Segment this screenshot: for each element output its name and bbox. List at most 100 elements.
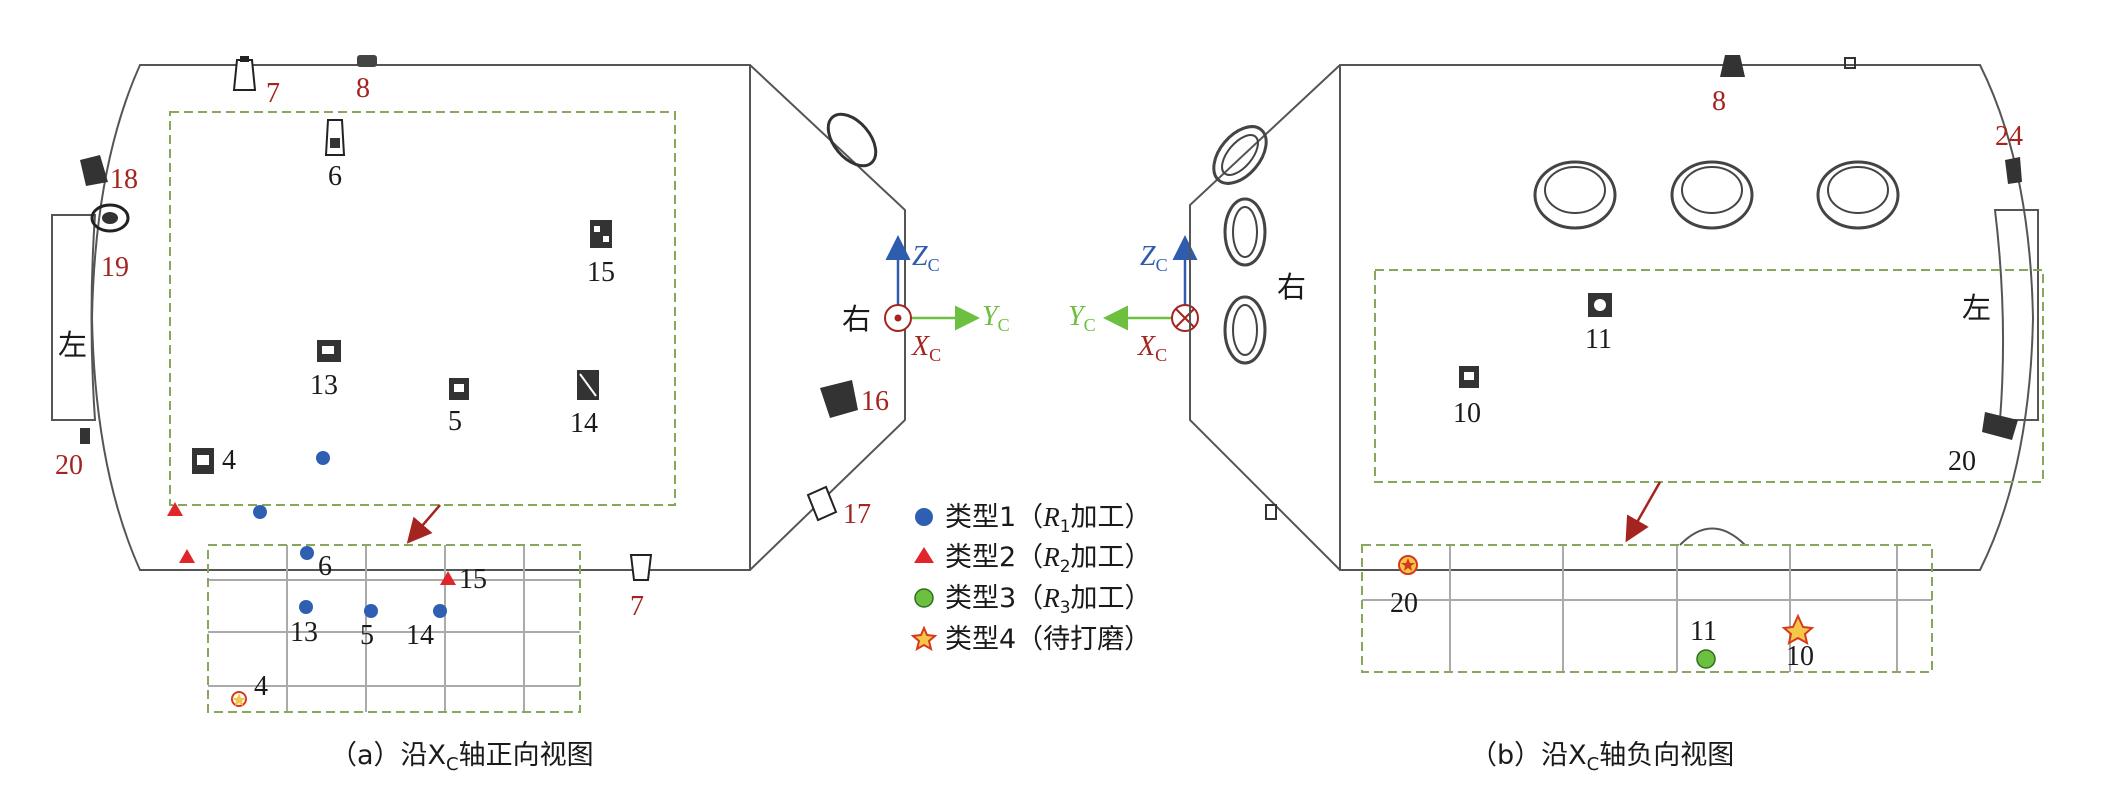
- hatch-b-1: [1212, 125, 1268, 185]
- grid-a: [208, 545, 580, 712]
- grid-label-20: 20: [1390, 588, 1418, 619]
- label-4: 4: [222, 445, 236, 476]
- panel-b: 右 左: [1189, 55, 2044, 673]
- type2-marker: [167, 502, 183, 516]
- part-10: [1459, 366, 1479, 388]
- legend-marker-type4: [910, 625, 938, 652]
- label-7-bottom: 7: [630, 591, 644, 622]
- axis-y-b: YC: [1068, 301, 1096, 335]
- legend-marker-type2: [914, 547, 934, 563]
- caption-b: （b）沿XC轴负向视图: [1470, 740, 1734, 775]
- part-5: [449, 378, 469, 400]
- legend: 类型1（R1加工） 类型2（R2加工） 类型3（R3加工） 类型4（待打磨）: [910, 502, 1152, 655]
- grid-b: [1362, 545, 1932, 672]
- type4-marker: [1398, 555, 1418, 575]
- hatch-top-2: [1670, 160, 1754, 230]
- label-10: 10: [1453, 398, 1481, 429]
- part-14: [577, 370, 599, 400]
- module-outline-a: [90, 64, 906, 571]
- panel-a: 7 8 18 19 20 16 17 7 6 15 13 5 14 4 6 15…: [51, 55, 906, 713]
- grid-label-11: 11: [1690, 616, 1717, 647]
- label-8-b: 8: [1712, 86, 1726, 117]
- legend-item-1: 类型1（R1加工）: [945, 502, 1152, 537]
- type2-marker: [440, 571, 456, 585]
- module-outline-b: [1189, 64, 2035, 571]
- type1-marker: [433, 604, 447, 618]
- grid-label-5: 5: [360, 620, 374, 651]
- grid-label-10: 10: [1786, 641, 1814, 672]
- label-14: 14: [570, 408, 598, 439]
- grid-label-4: 4: [254, 671, 268, 702]
- part-20-b: [1982, 412, 2018, 440]
- part-19: [90, 203, 130, 233]
- part-24: [2005, 157, 2022, 184]
- side-right-a: 右: [842, 302, 871, 336]
- label-19: 19: [101, 252, 129, 283]
- axis-x-b: XC: [1137, 331, 1167, 365]
- type1-marker: [299, 600, 313, 614]
- label-24: 24: [1995, 121, 2023, 152]
- legend-item-4: 类型4（待打磨）: [945, 624, 1151, 655]
- part-8-top: [357, 55, 377, 67]
- legend-marker-type1: [915, 508, 933, 526]
- grid-label-14: 14: [406, 620, 434, 651]
- grid-label-15: 15: [459, 564, 487, 595]
- label-15: 15: [587, 257, 615, 288]
- side-left-b: 左: [1962, 291, 1991, 325]
- type4-marker: [231, 691, 247, 707]
- part-20: [80, 428, 90, 444]
- part-13: [317, 340, 341, 362]
- part-top-small-b: [1844, 57, 1856, 69]
- part-7-bottom: [629, 554, 653, 581]
- part-18: [80, 155, 108, 186]
- axes-a: 右 ZC YC XC: [842, 235, 1010, 365]
- grid-frame-b: [1361, 544, 1933, 673]
- port-bump-b: [1679, 527, 1746, 546]
- zoom-arrow-a: [406, 504, 441, 544]
- label-7-top: 7: [266, 78, 280, 109]
- side-left-a: 左: [58, 328, 87, 362]
- grid-frame-a: [207, 544, 581, 713]
- part-8-b: [1720, 55, 1745, 77]
- type1-marker: [316, 451, 330, 465]
- grid-label-6: 6: [318, 551, 332, 582]
- legend-item-3: 类型3（R3加工）: [945, 583, 1152, 618]
- right-box-b: [1993, 209, 2039, 421]
- part-16: [820, 380, 858, 418]
- hatch-b-2: [1223, 197, 1267, 267]
- label-20-b: 20: [1948, 446, 1976, 477]
- label-17: 17: [843, 499, 871, 530]
- label-5: 5: [448, 406, 462, 437]
- label-18: 18: [110, 164, 138, 195]
- part-4: [192, 448, 214, 474]
- side-right-b: 右: [1277, 270, 1306, 304]
- axis-y-a: YC: [982, 301, 1010, 335]
- type4-marker: [1781, 613, 1815, 645]
- hatch-top-1: [1533, 160, 1617, 230]
- axis-z-b: ZC: [1140, 241, 1168, 275]
- label-16: 16: [861, 386, 889, 417]
- part-11: [1588, 293, 1612, 317]
- part-7-top: [232, 56, 257, 91]
- type1-marker: [253, 505, 267, 519]
- type3-marker: [1696, 649, 1716, 669]
- part-small-cone-b: [1265, 504, 1277, 520]
- hatch-a: [826, 112, 878, 168]
- hatch-top-3: [1816, 160, 1900, 230]
- part-17: [806, 485, 838, 522]
- label-13: 13: [310, 370, 338, 401]
- region-a: [169, 111, 676, 506]
- axis-z-a: ZC: [912, 241, 940, 275]
- legend-marker-type3: [914, 588, 934, 608]
- type1-marker: [364, 604, 378, 618]
- type2-marker: [179, 549, 195, 563]
- label-20: 20: [55, 450, 83, 481]
- part-15: [590, 220, 612, 248]
- label-6: 6: [328, 161, 342, 192]
- part-6: [324, 119, 346, 156]
- label-8-top: 8: [356, 73, 370, 104]
- axes-b: ZC YC XC: [1068, 235, 1199, 365]
- region-b: [1374, 269, 2044, 483]
- caption-a: （a）沿XC轴正向视图: [330, 740, 594, 775]
